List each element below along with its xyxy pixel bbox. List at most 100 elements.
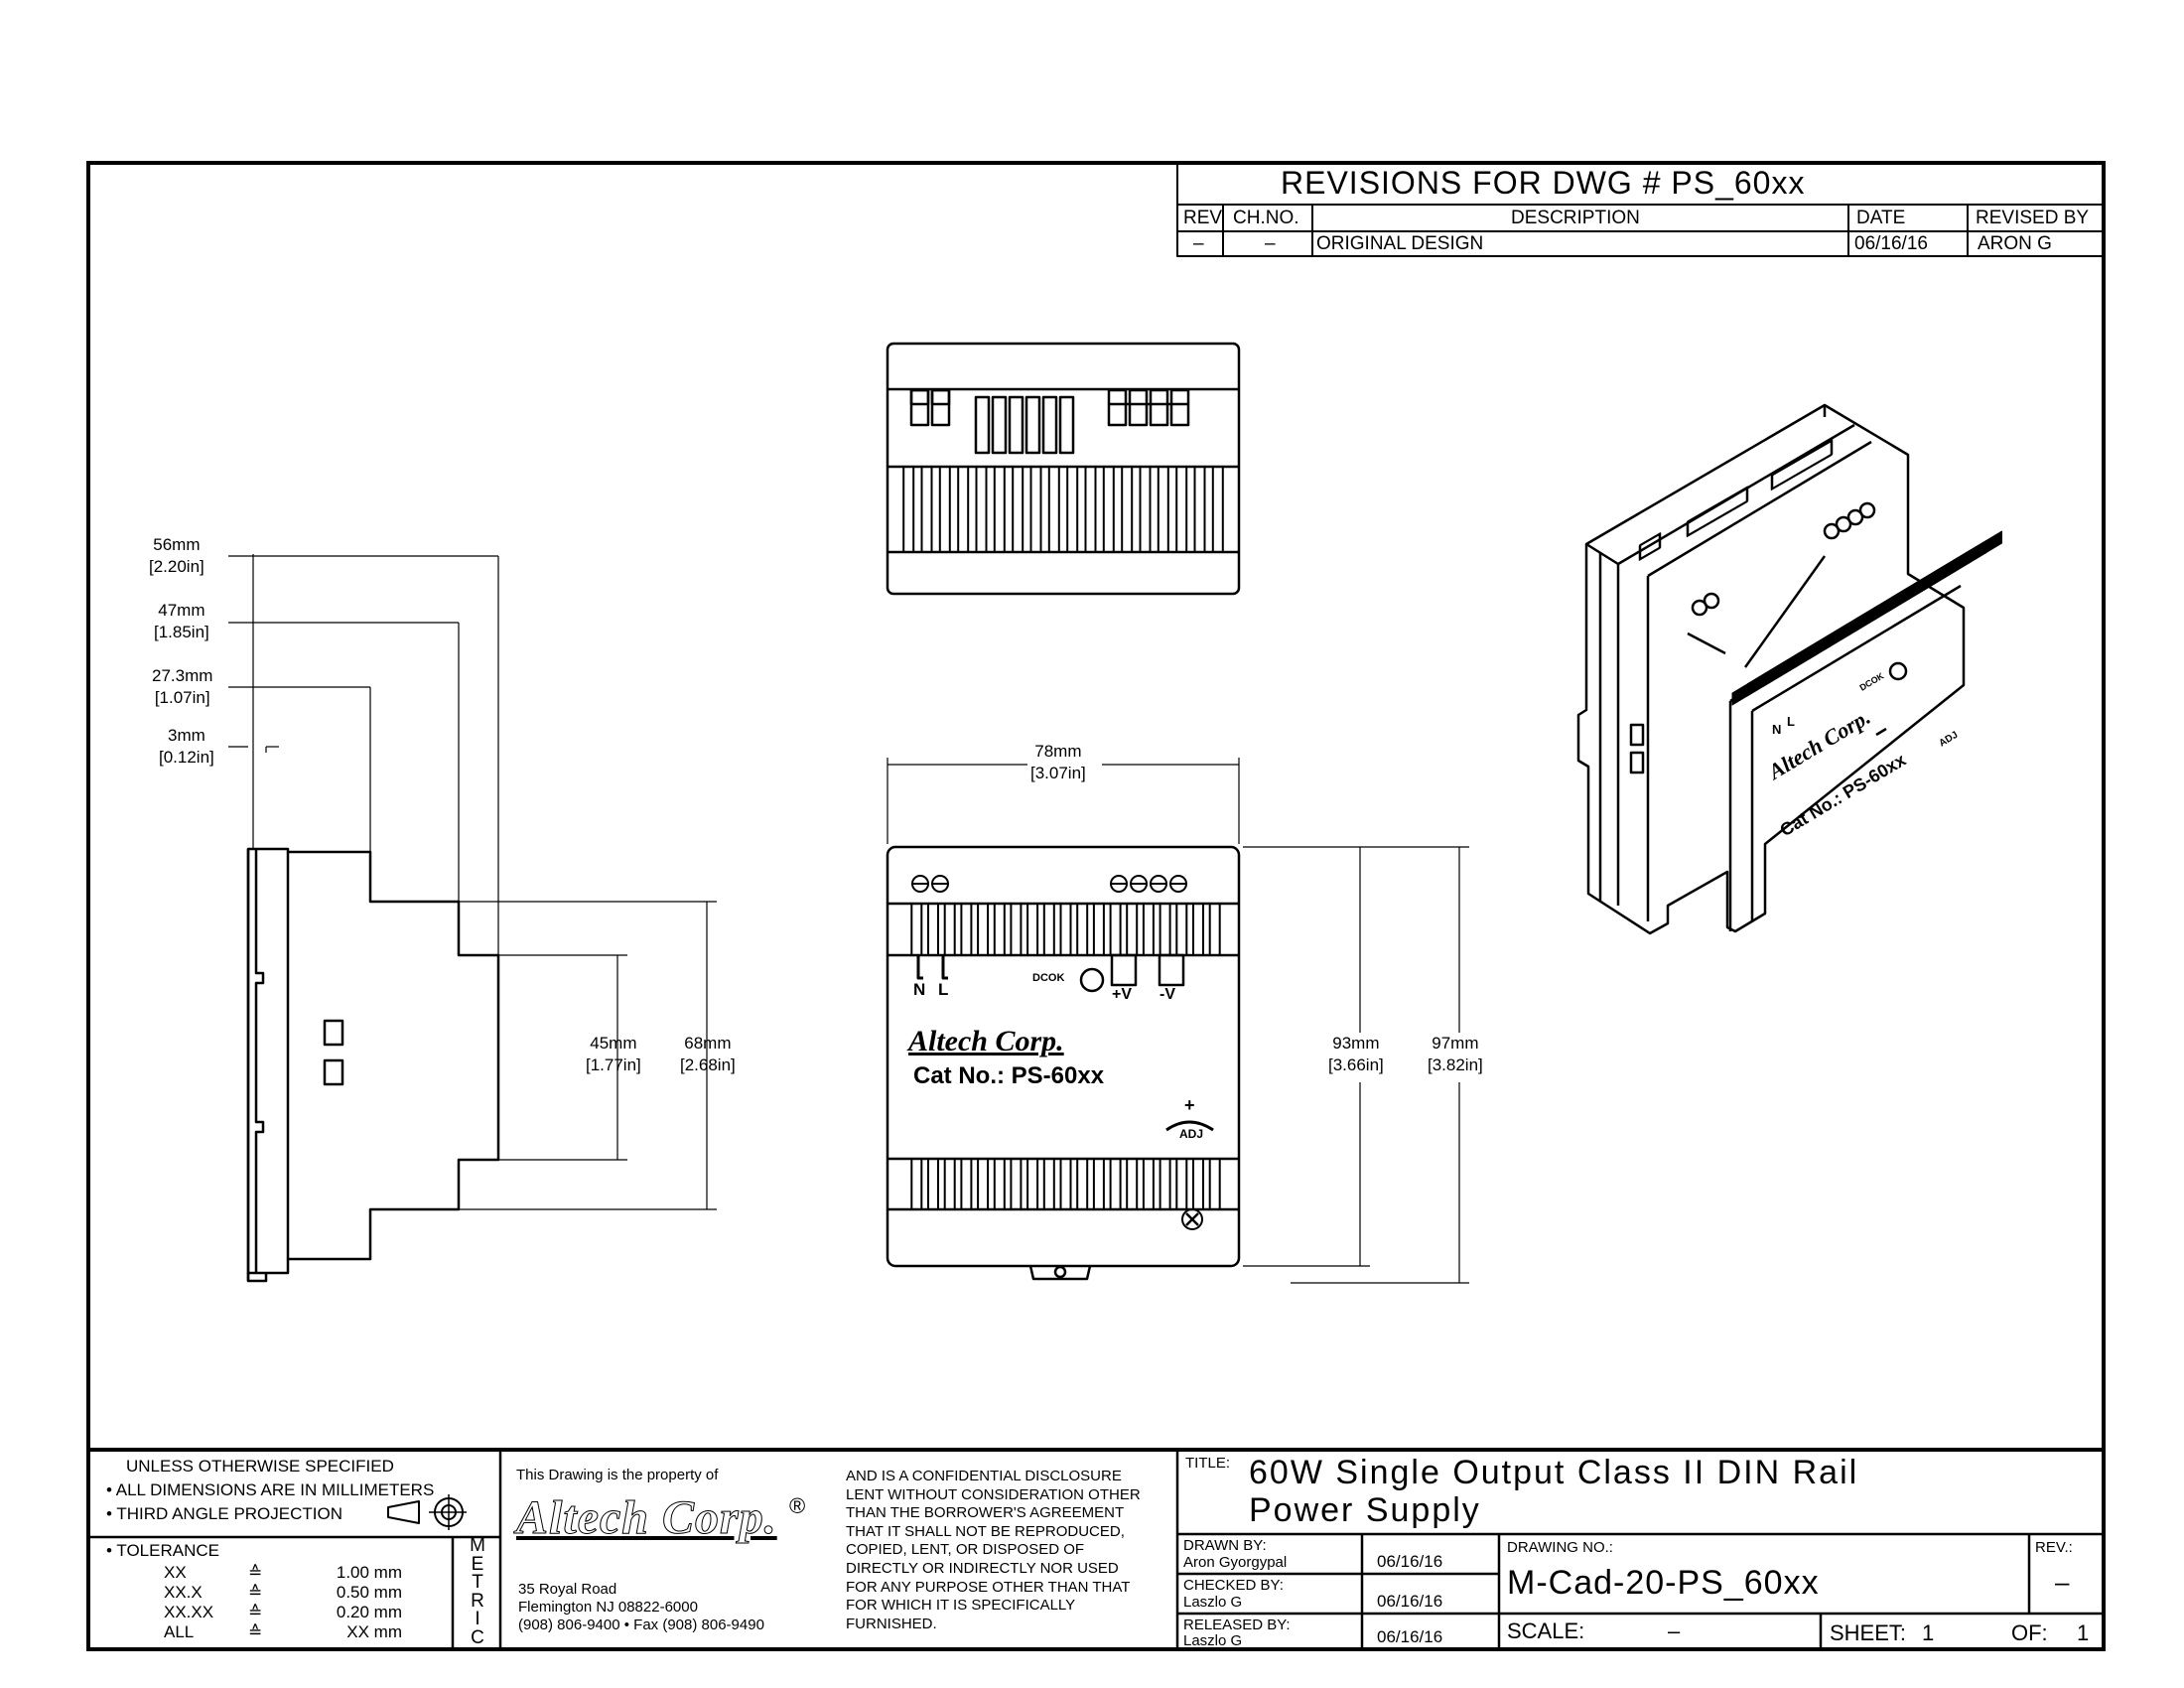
revision-table — [1176, 162, 2105, 257]
title-label: TITLE: — [1185, 1455, 1231, 1472]
vent-fin — [1029, 466, 1042, 553]
vent-fin — [1109, 1158, 1122, 1210]
checked-by-label: CHECKED BY: — [1183, 1577, 1284, 1594]
dim-47: 47mm[1.85in] — [154, 601, 209, 642]
of-value: 1 — [2077, 1620, 2090, 1645]
vent-fin — [1175, 1158, 1188, 1210]
scale-label: SCALE: — [1507, 1618, 1585, 1643]
vent-fin — [957, 466, 970, 553]
side-view — [228, 554, 717, 1283]
vent-fin — [1042, 1158, 1055, 1210]
drawn-date: 06/16/16 — [1377, 1552, 1443, 1571]
sheet-label: SHEET: — [1830, 1620, 1907, 1645]
vent-fin — [927, 903, 939, 956]
vent-fin — [1208, 1158, 1221, 1210]
vent-fin — [1192, 1158, 1204, 1210]
description-cell: ORIGINAL DESIGN — [1316, 233, 1484, 254]
disclosure-text: AND IS A CONFIDENTIAL DISCLOSURE LENT WI… — [846, 1468, 1141, 1632]
vent-fin — [1109, 903, 1122, 956]
vent-fin — [1126, 1158, 1139, 1210]
isometric-view — [1576, 403, 2002, 935]
vent-fin — [920, 466, 933, 553]
vent-fin — [993, 1158, 1006, 1210]
vent-fin — [977, 1158, 990, 1210]
title-line1: 60W Single Output Class II DIN Rail — [1249, 1454, 1859, 1491]
vent-fin — [1121, 466, 1134, 553]
vent-fin — [993, 903, 1006, 956]
altech-logo: Altech Corp. — [516, 1491, 777, 1544]
vent-fin — [1059, 1158, 1072, 1210]
rev-header: REV — [1183, 208, 1223, 228]
vent-fin — [1193, 466, 1206, 553]
sheet-value: 1 — [1922, 1620, 1935, 1645]
vent-fin — [1159, 1158, 1171, 1210]
rev-value: – — [2055, 1567, 2070, 1597]
vent-fin — [910, 903, 923, 956]
vent-fin — [1026, 903, 1039, 956]
terminal-l-label: L — [938, 980, 949, 999]
vent-fin — [1076, 1158, 1089, 1210]
vent-fin — [1026, 1158, 1039, 1210]
description-header: DESCRIPTION — [1511, 208, 1640, 228]
of-label: OF: — [2011, 1620, 2048, 1645]
dim-3: 3mm[0.12in] — [159, 726, 214, 768]
tolerance-table: XX≙1.00 mm XX.X≙0.50 mm XX.XX≙0.20 mm AL… — [164, 1563, 402, 1641]
address-line2: Flemington NJ 08822-6000 — [518, 1599, 698, 1616]
dim-78: 78mm[3.07in] — [1030, 742, 1086, 783]
vent-fin — [943, 1158, 956, 1210]
vent-fin — [910, 1158, 923, 1210]
revised-by-header: REVISED BY — [1976, 208, 2090, 228]
address-line1: 35 Royal Road — [518, 1581, 617, 1598]
vent-fin — [1010, 903, 1023, 956]
vent-fin — [1208, 903, 1221, 956]
front-catno-label: Cat No.: PS-60xx — [913, 1062, 1105, 1089]
front-view — [886, 758, 1469, 1284]
vent-fin — [1157, 466, 1169, 553]
released-by-value: Laszlo G — [1183, 1632, 1243, 1649]
vent-fin — [1192, 903, 1204, 956]
dim-27-3: 27.3mm[1.07in] — [152, 666, 213, 708]
vent-fin — [927, 1158, 939, 1210]
tolerance-header: • TOLERANCE — [106, 1541, 219, 1560]
rev-label: REV.: — [2035, 1539, 2073, 1556]
vent-fin — [1139, 466, 1152, 553]
drawing-no-label: DRAWING NO.: — [1507, 1539, 1613, 1556]
vent-fin — [993, 466, 1006, 553]
minus-v-label: -V — [1160, 986, 1175, 1003]
drawing-no-value: M-Cad-20-PS_60xx — [1507, 1564, 1820, 1602]
released-date: 06/16/16 — [1377, 1627, 1443, 1646]
checked-date: 06/16/16 — [1377, 1592, 1443, 1611]
iso-n-label: N — [1772, 722, 1782, 737]
vent-fin — [977, 903, 990, 956]
adj-plus-label: + — [1184, 1095, 1195, 1115]
vent-fin — [902, 466, 915, 553]
drawn-by-label: DRAWN BY: — [1183, 1537, 1267, 1554]
vent-fin — [1084, 466, 1097, 553]
drawn-by-value: Aron Gyorgypal — [1183, 1554, 1288, 1571]
notes-dimensions: • ALL DIMENSIONS ARE IN MILLIMETERS — [106, 1480, 435, 1499]
title-line2: Power Supply — [1249, 1491, 1481, 1529]
metric-label: M E T R I C — [470, 1535, 485, 1648]
released-by-label: RELEASED BY: — [1183, 1617, 1291, 1633]
ch-no-cell: – — [1265, 233, 1276, 254]
vent-fin — [1175, 466, 1188, 553]
iso-vent-fin — [1932, 530, 2002, 586]
plus-v-label: +V — [1112, 986, 1133, 1003]
vent-fin — [1076, 903, 1089, 956]
checked-by-value: Laszlo G — [1183, 1594, 1243, 1611]
vent-fin — [1142, 903, 1155, 956]
vent-fin — [1102, 466, 1115, 553]
title-block — [86, 1448, 2106, 1649]
vent-fin — [938, 466, 951, 553]
vent-fin — [1092, 1158, 1105, 1210]
registered-mark: ® — [789, 1493, 806, 1518]
rev-cell: – — [1193, 233, 1204, 254]
vent-fin — [1126, 903, 1139, 956]
dcok-label: DCOK — [1032, 972, 1065, 984]
property-line: This Drawing is the property of — [516, 1467, 719, 1483]
phone-fax: (908) 806-9400 • Fax (908) 806-9490 — [518, 1617, 764, 1633]
vent-fin — [1092, 903, 1105, 956]
dim-45: 45mm[1.77in] — [586, 1034, 641, 1075]
adj-label: ADJ — [1179, 1127, 1204, 1141]
date-cell: 06/16/16 — [1854, 233, 1928, 254]
